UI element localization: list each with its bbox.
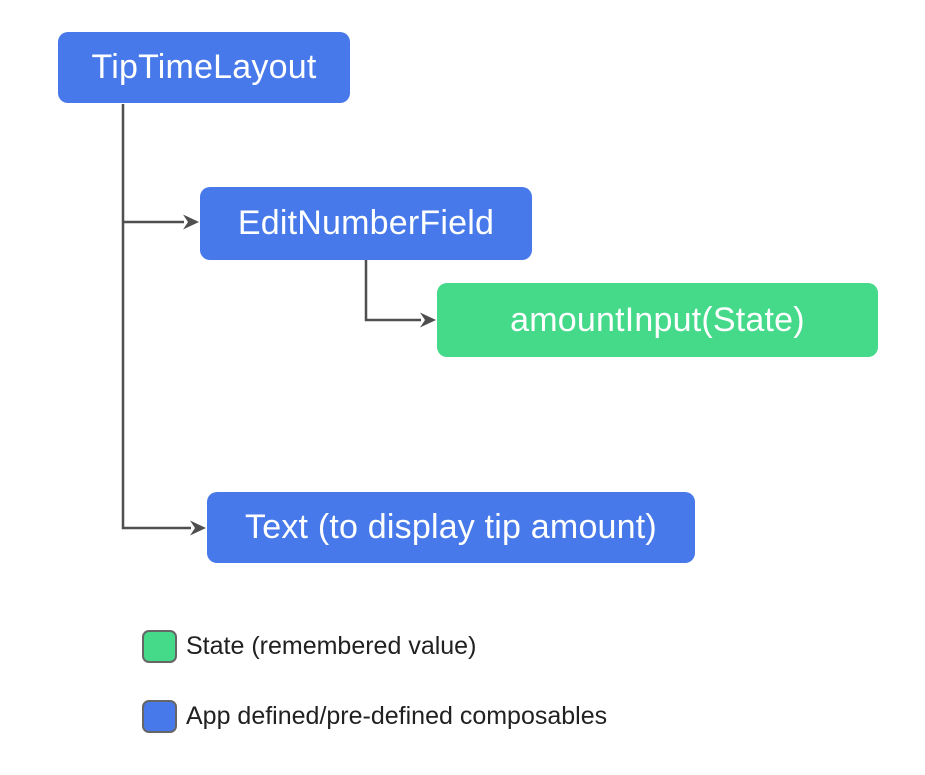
arrowhead-to-amountinput-icon — [420, 312, 436, 328]
connector-editnumberfield-to-amountinput — [364, 260, 421, 322]
state-legend-swatch-icon — [142, 630, 177, 663]
node-amountinput-state-label: amountInput(State) — [510, 300, 805, 339]
node-amountinput-state: amountInput(State) — [437, 283, 878, 357]
node-editnumberfield-label: EditNumberField — [237, 204, 495, 242]
node-tiptimelayout: TipTimeLayout — [58, 32, 350, 103]
legend-item-state: State (remembered value) — [142, 630, 476, 663]
connector-tiptimelayout-to-text — [121, 104, 191, 530]
node-text-tip-amount: Text (to display tip amount) — [207, 492, 695, 563]
legend-state-label: State (remembered value) — [186, 632, 477, 660]
composable-legend-swatch-icon — [142, 700, 177, 733]
legend-item-composables: App defined/pre-defined composables — [142, 700, 607, 733]
node-text-tip-amount-label: Text (to display tip amount) — [245, 508, 657, 546]
arrowhead-to-editnumberfield-icon — [183, 214, 199, 230]
node-tiptimelayout-label: TipTimeLayout — [91, 48, 317, 86]
legend-composables-label: App defined/pre-defined composables — [186, 702, 608, 730]
arrowhead-to-text-icon — [190, 520, 206, 536]
node-editnumberfield: EditNumberField — [200, 187, 532, 260]
